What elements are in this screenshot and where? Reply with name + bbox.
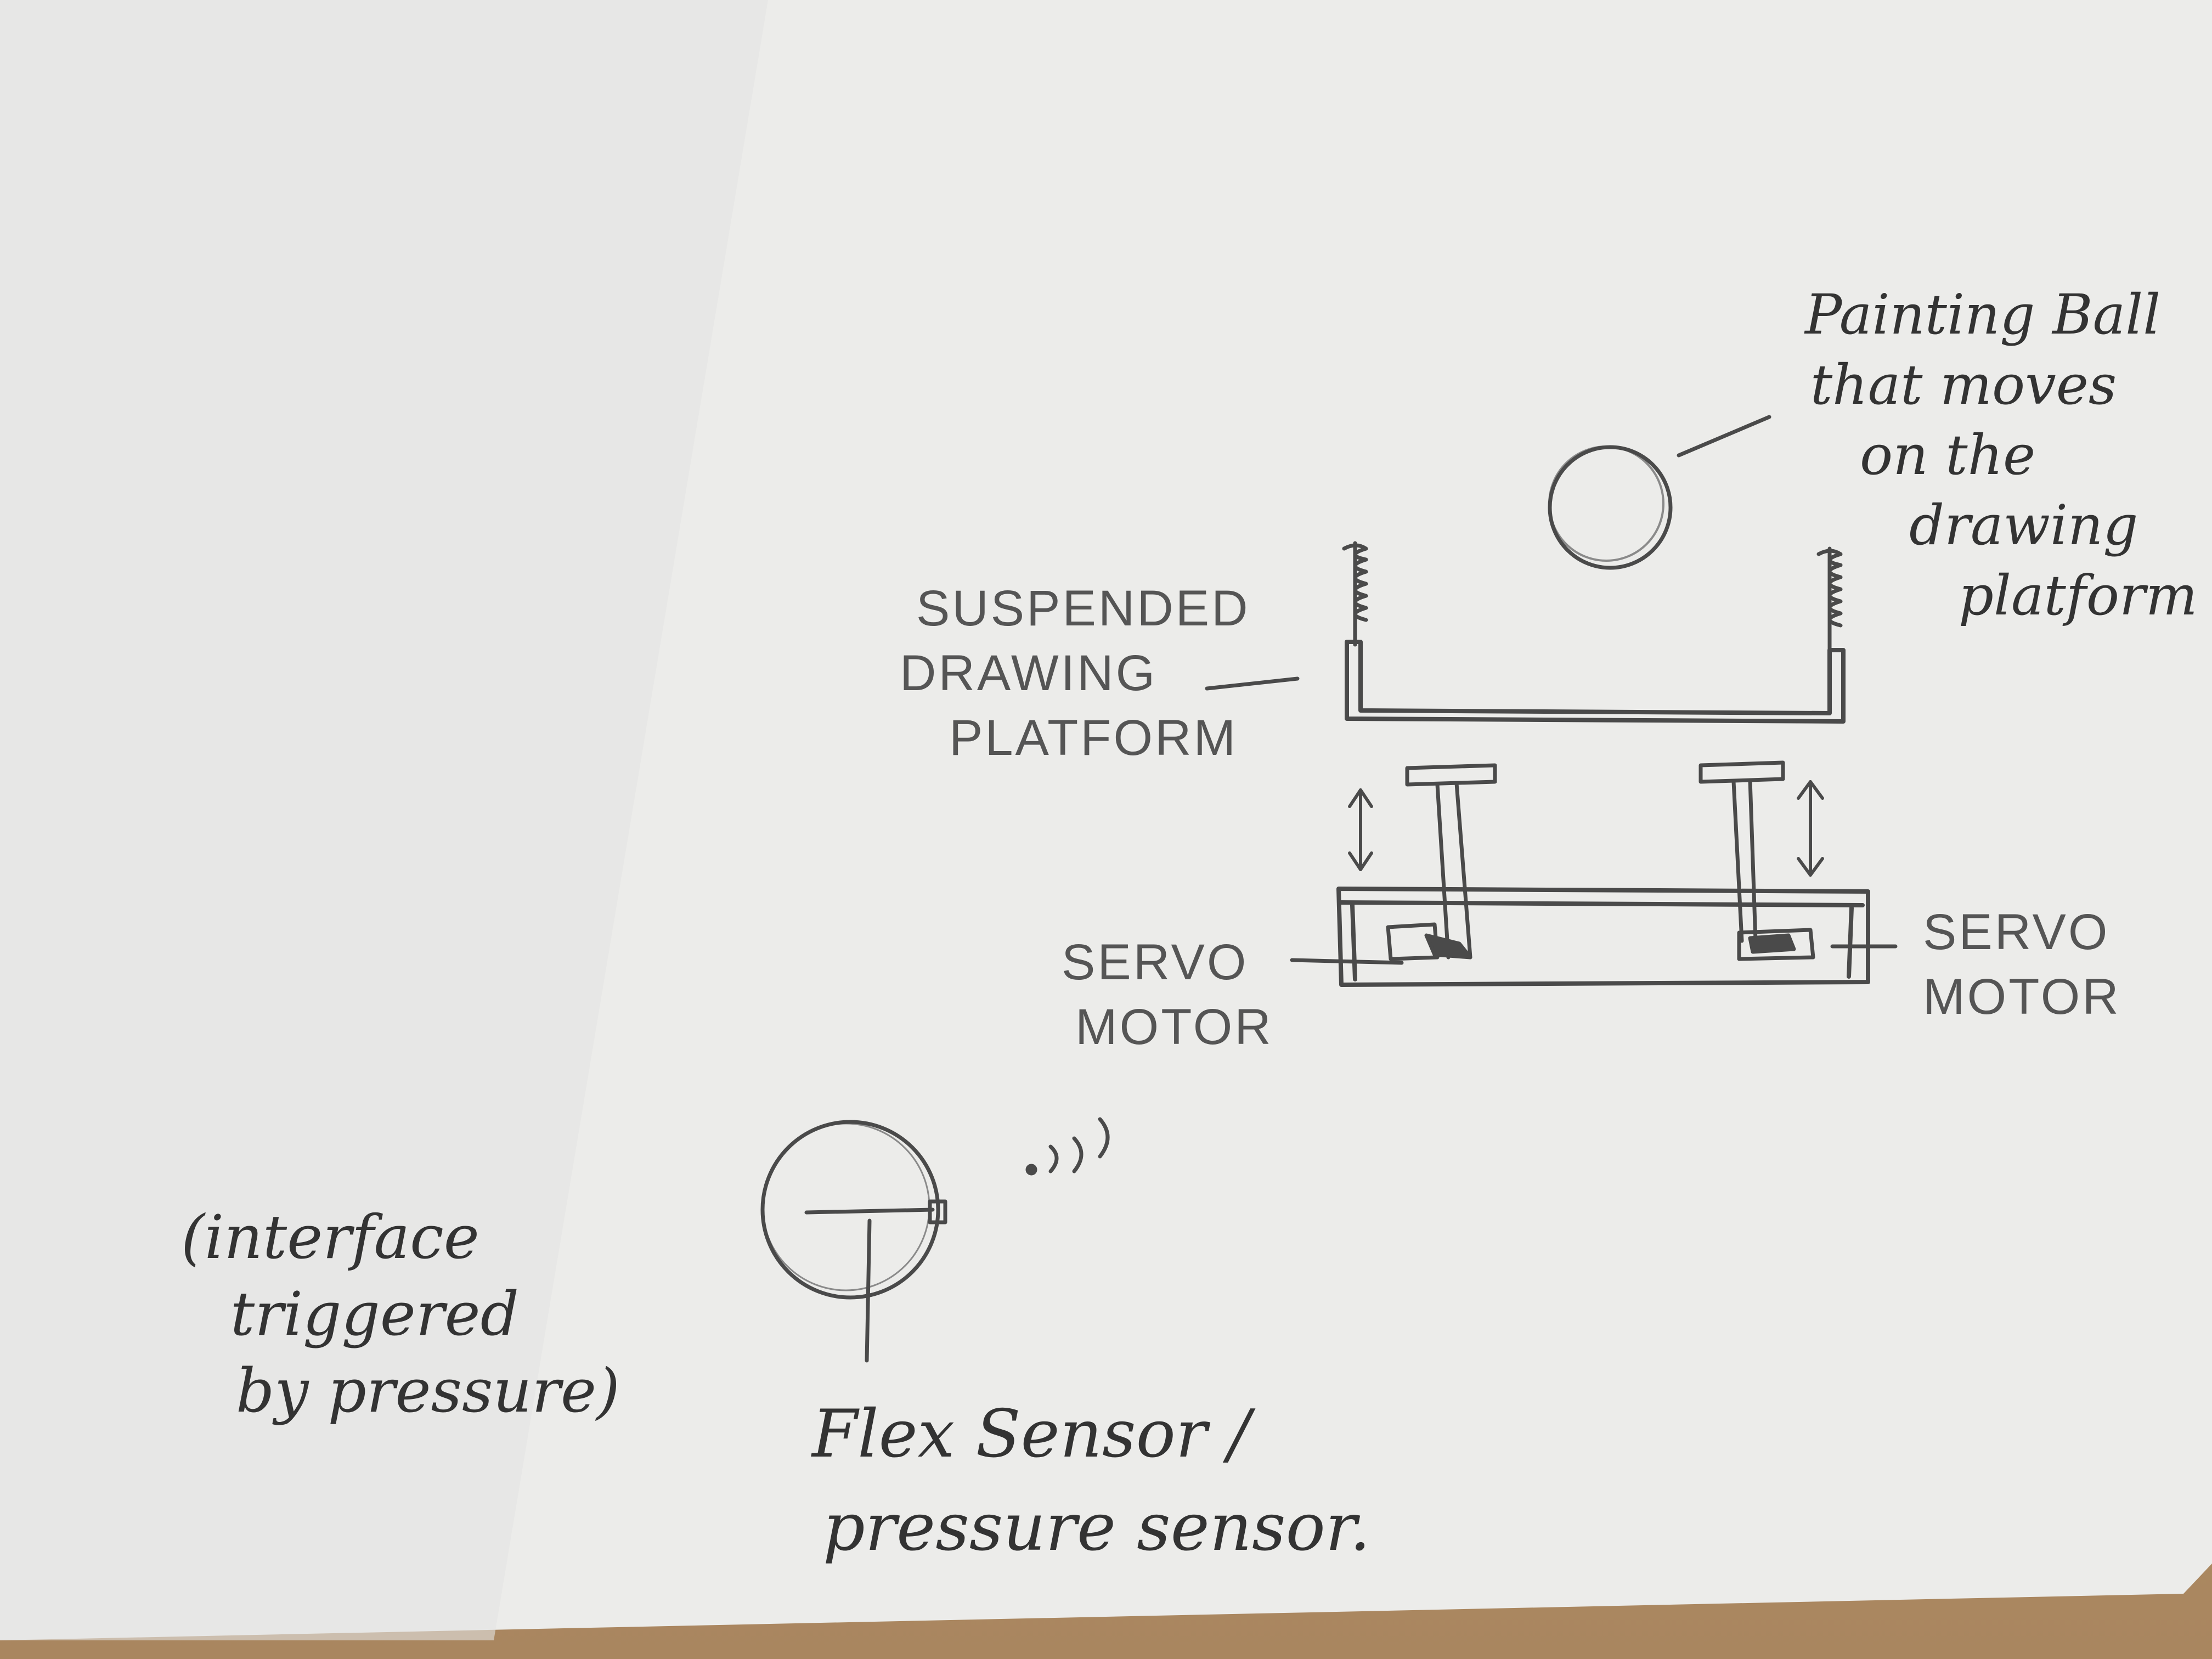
label-interface: (interface triggered by pressure)	[181, 1199, 620, 1429]
label-sensor: Flex Sensor / pressure sensor.	[812, 1388, 1370, 1575]
label-painting-ball: Painting Ball that moves on the drawing …	[1805, 280, 2198, 631]
label-servo-motor-left: SERVO MOTOR	[1062, 930, 1273, 1059]
label-suspended-platform: SUSPENDED DRAWING PLATFORM	[900, 576, 1250, 770]
label-servo-motor-right: SERVO MOTOR	[1923, 900, 2121, 1029]
leader-line-servo-left	[1292, 960, 1402, 963]
